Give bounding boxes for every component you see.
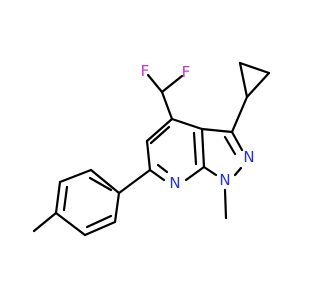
atom-label-f2: F: [182, 63, 191, 81]
bond-cyclopropyl-b: [238, 61, 271, 75]
bond-cyclopropyl-a: [238, 61, 249, 99]
bond-aryl-c5-c6-double: [85, 214, 113, 229]
bond-chf2-f2: [160, 74, 184, 94]
bond-aryl-c3-c4-double: [62, 185, 69, 212]
bond-aryl-methyl: [32, 211, 58, 233]
bond-n1-c7a: [202, 165, 218, 177]
bond-aryl-c5-c6: [83, 220, 117, 237]
bond-c3-n2-double: [223, 135, 237, 156]
bond-n1-methyl: [223, 188, 228, 220]
bond-aryl-c3-c4: [54, 180, 62, 215]
bond-aryl-c2-c3: [58, 168, 93, 184]
bond-c3-cyclopropyl: [230, 95, 249, 134]
bond-c4-c5-double: [149, 125, 171, 145]
bond-c5-c6: [145, 139, 152, 172]
molecule-structure: F F N N N: [32, 61, 271, 237]
bond-aryl-c1-c2-double: [88, 176, 113, 192]
bond-c3-n2: [230, 130, 244, 152]
atom-label-n1: N: [219, 171, 230, 189]
bond-n7-c7a: [184, 165, 206, 182]
atom-label-f1: F: [141, 62, 150, 80]
atom-label-n-pyridine: N: [169, 174, 180, 192]
bond-c4-c5: [145, 117, 174, 143]
bond-c4-c3a: [170, 117, 204, 131]
bond-c6-n7: [148, 168, 166, 182]
bond-layer: [32, 61, 271, 237]
bond-c6-n7-double: [156, 163, 169, 174]
bond-n2-n1: [233, 166, 243, 177]
atom-label-layer: F F N N N: [141, 62, 255, 192]
bond-cyclopropyl-c: [245, 71, 271, 99]
bond-c3a-c3: [200, 127, 234, 134]
bond-c7a-c3a-double: [192, 131, 198, 166]
bond-c6-aryl: [117, 168, 152, 195]
bond-aryl-c1-c2: [89, 168, 121, 195]
structure-canvas: F F N N N: [32, 61, 271, 237]
bond-chf2-f1: [146, 73, 164, 94]
bond-aryl-c4-c5: [54, 211, 87, 237]
bond-c7a-c3a: [200, 127, 206, 169]
bond-c4-chf2: [160, 90, 174, 121]
atom-label-n2: N: [243, 148, 254, 166]
bond-aryl-c6-c1: [113, 191, 121, 224]
